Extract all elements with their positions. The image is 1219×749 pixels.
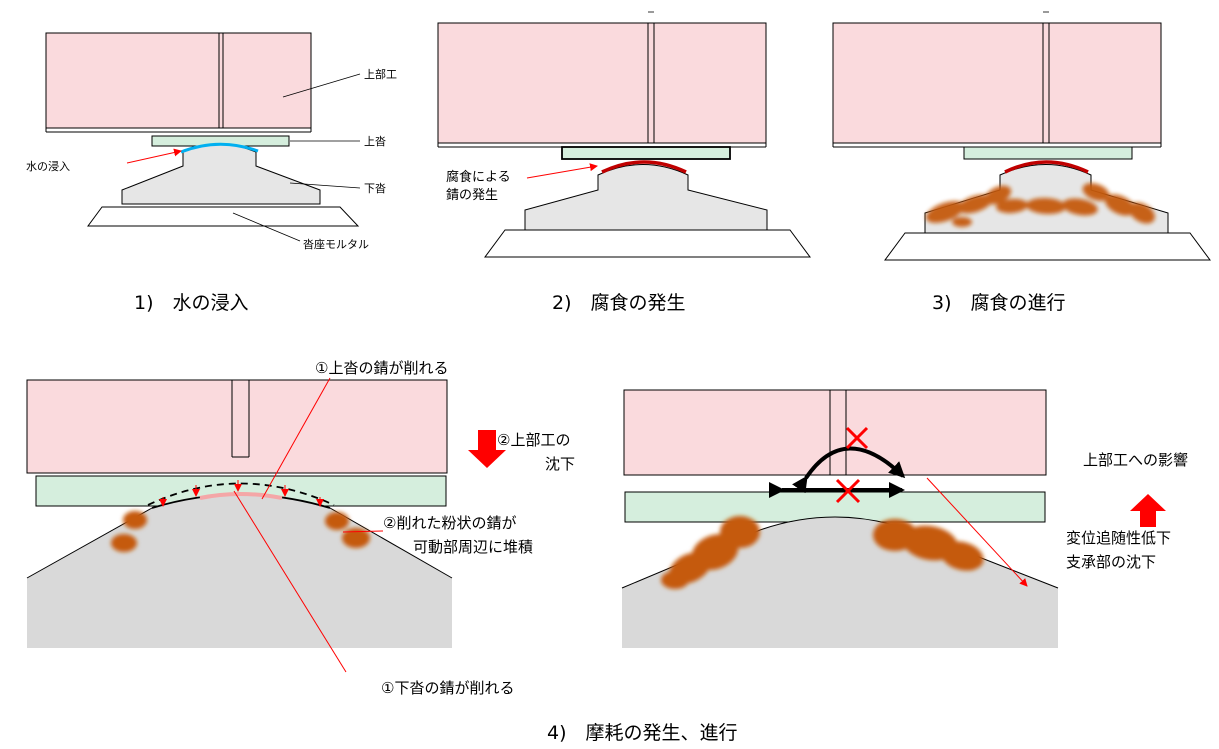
- label-mortar: 沓座モルタル: [303, 237, 369, 251]
- label-upper-shoe: 上沓: [364, 135, 386, 148]
- settlement-arrow: [468, 430, 506, 468]
- label-impact: 上部工への影響: [1083, 451, 1188, 469]
- water-film: [180, 142, 259, 154]
- lower-shoe: [121, 144, 321, 205]
- label-powder-line2: 可動部周辺に堆積: [413, 538, 533, 556]
- label-effect-line1: 変位追随性低下: [1066, 529, 1171, 547]
- caption-3: 3) 腐食の進行: [932, 292, 1066, 314]
- label-superstructure: 上部工: [364, 67, 397, 81]
- rotation-arrow: [792, 446, 906, 494]
- label-water-intrusion: 水の浸入: [26, 160, 70, 173]
- label-powder-line1: ②削れた粉状の錆が: [383, 514, 516, 532]
- label-settlement-line1: ②上部工の: [497, 431, 570, 449]
- superstructure: [623, 389, 1047, 476]
- blocked-cross-icon: [835, 426, 869, 504]
- label-rust-onset-line1: 腐食による: [446, 169, 511, 185]
- panel-2-corrosion-onset: 腐食による 錆の発生 2) 腐食の発生: [437, 11, 811, 314]
- caption-2: 2) 腐食の発生: [552, 292, 686, 314]
- superstructure: [26, 379, 448, 474]
- original-profile: [147, 482, 335, 506]
- upper-shoe: [561, 146, 731, 160]
- label-rust-onset-line2: 錆の発生: [446, 188, 498, 203]
- caption-1: 1) 水の浸入: [134, 292, 249, 314]
- mortar-pad: [484, 229, 811, 258]
- panel-1-water-intrusion: 上部工 上沓 水の浸入 下沓 沓座モルタル 1) 水の浸入: [26, 32, 397, 314]
- panel-4-left-abrasion: ①上沓の錆が削れる ②上部工の 沈下 ②削れた粉状の錆が 可動部周辺に堆積 ①下…: [26, 359, 575, 697]
- rust-deposits: [111, 511, 370, 552]
- rust-layer: [1004, 160, 1089, 174]
- label-upper-rust-worn: ①上沓の錆が削れる: [315, 359, 448, 377]
- label-settlement-line2: 沈下: [545, 455, 575, 473]
- superstructure: [45, 32, 312, 129]
- wear-arrows: [159, 480, 324, 507]
- superstructure: [832, 22, 1162, 144]
- label-lower-shoe: 下沓: [364, 182, 386, 195]
- rust-layer: [601, 160, 687, 174]
- impact-arrow: [1130, 494, 1166, 527]
- label-effect-line2: 支承部の沈下: [1066, 553, 1156, 571]
- rust-deposits: [661, 516, 984, 589]
- upper-shoe: [963, 146, 1133, 160]
- superstructure: [437, 22, 767, 144]
- rust-deposits: [925, 183, 1155, 227]
- panel-4-right-impact: 上部工への影響 変位追随性低下 支承部の沈下: [621, 389, 1188, 648]
- caption-4: 4) 摩耗の発生、進行: [547, 722, 738, 744]
- panel-3-corrosion-progress: 3) 腐食の進行: [832, 11, 1211, 314]
- lower-shoe: [524, 164, 768, 231]
- label-lower-rust-worn: ①下沓の錆が削れる: [381, 679, 514, 697]
- mortar-pad: [884, 232, 1211, 261]
- mortar-pad: [87, 206, 360, 227]
